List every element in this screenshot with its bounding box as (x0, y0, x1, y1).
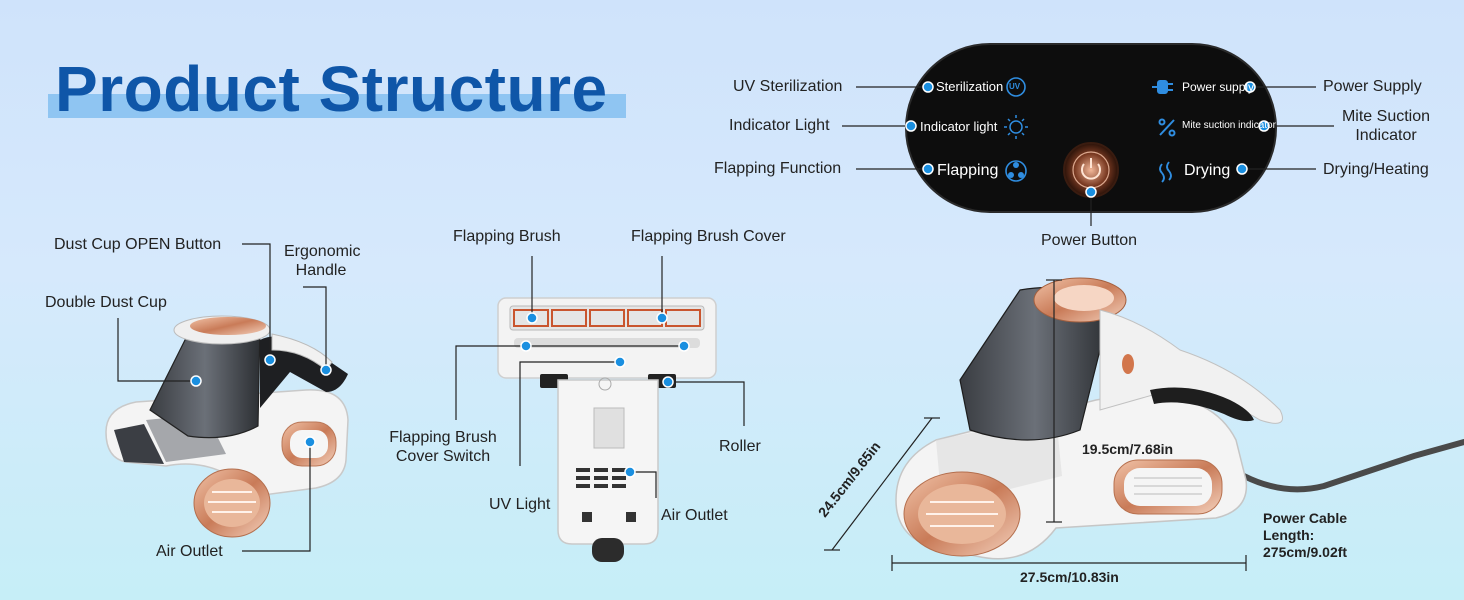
power-cable-line3: 275cm/9.02ft (1263, 544, 1348, 560)
uv-icon (1006, 77, 1026, 97)
right-product-view (895, 277, 1464, 560)
panel-label-power: Power supply (1182, 80, 1255, 94)
fan-icon (1005, 160, 1027, 182)
callout-air-outlet-left: Air Outlet (156, 543, 223, 560)
callout-indicator-light: Indicator Light (729, 117, 830, 134)
callout-flapping-brush: Flapping Brush (453, 228, 561, 245)
callout-roller: Roller (719, 438, 761, 455)
callout-double-dust-cup: Double Dust Cup (45, 294, 167, 311)
panel-label-flapping: Flapping (937, 162, 999, 179)
left-product-view (105, 315, 349, 538)
callout-mite-suction-line2: Indicator (1355, 127, 1417, 144)
callout-flapping-brush-cover: Flapping Brush Cover (631, 228, 786, 245)
callout-cover-switch: Flapping Brush Cover Switch (384, 428, 502, 466)
title-underline (48, 94, 626, 118)
power-cable-line1: Power Cable (1263, 510, 1348, 526)
power-cable-length: Power Cable Length: 275cm/9.02ft (1263, 510, 1347, 561)
panel-label-indicator: Indicator light (920, 119, 998, 134)
dimension-length: 27.5cm/10.83in (1020, 569, 1119, 585)
sun-icon (1004, 115, 1028, 139)
callout-ergonomic-line1: Ergonomic (284, 243, 361, 260)
panel-label-drying: Drying (1184, 162, 1231, 179)
callout-flapping-function: Flapping Function (714, 160, 842, 177)
page-title: Product Structure (55, 53, 608, 125)
callout-uv-light: UV Light (489, 496, 551, 513)
callout-mite-suction-line1: Mite Suction (1341, 108, 1431, 125)
callout-cover-switch-line2: Cover Switch (395, 448, 491, 465)
callout-power-button: Power Button (1041, 232, 1138, 249)
callout-power-supply: Power Supply (1323, 78, 1422, 95)
callout-mite-suction: Mite Suction Indicator (1336, 107, 1436, 145)
heat-waves-icon (1159, 161, 1172, 183)
callout-uv-sterilization: UV Sterilization (733, 78, 843, 95)
callout-ergonomic-handle: Ergonomic Handle (284, 242, 361, 280)
power-cable-line2: Length: (1263, 527, 1315, 543)
panel-label-mite: Mite suction indicator (1182, 120, 1276, 131)
callout-ergonomic-line2: Handle (295, 262, 347, 279)
plug-icon (1152, 80, 1173, 94)
callout-cover-switch-line1: Flapping Brush (389, 429, 497, 446)
percent-icon (1158, 118, 1176, 137)
uv-badge: UV (1009, 82, 1021, 91)
panel-label-sterilization: Sterilization (936, 79, 1004, 94)
dimension-depth: 19.5cm/7.68in (1082, 441, 1174, 457)
callout-dust-cup-open: Dust Cup OPEN Button (54, 236, 222, 253)
callout-air-outlet-mid: Air Outlet (661, 507, 728, 524)
callout-drying-heating: Drying/Heating (1323, 161, 1429, 178)
